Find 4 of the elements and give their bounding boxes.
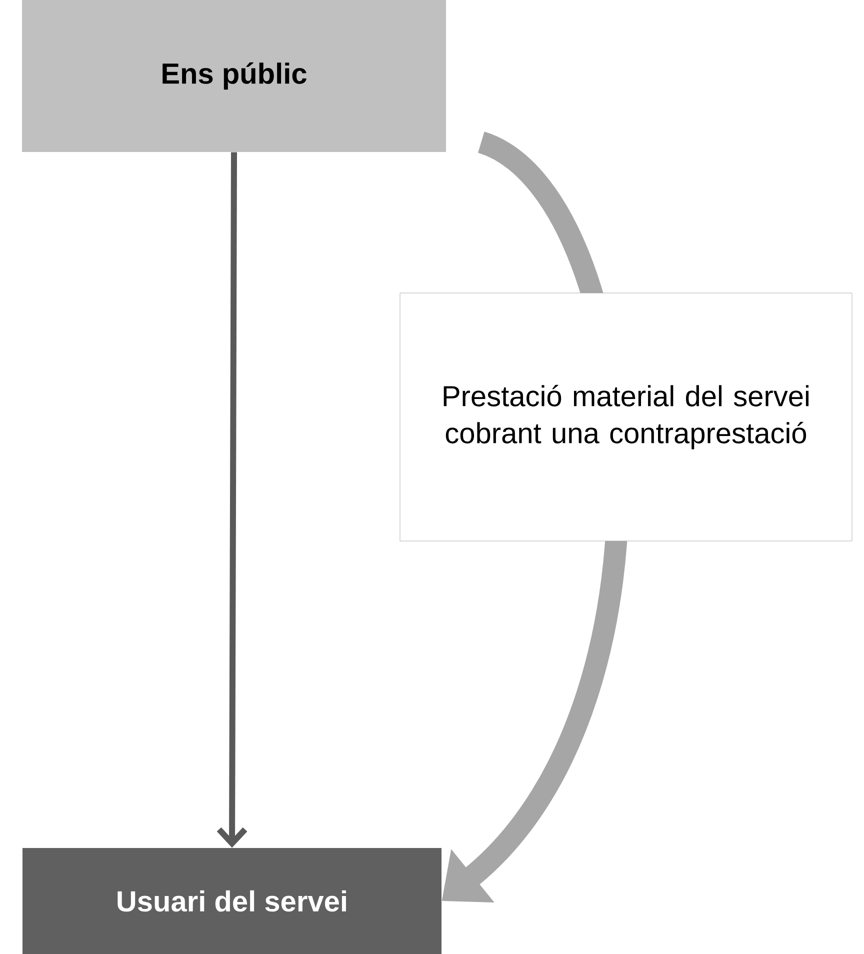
- arrow: [216, 152, 248, 848]
- process-box: Ens públic: [22, 0, 446, 152]
- process-box: Usuari del servei: [22, 848, 442, 954]
- edge-label: Prestació material del servei cobrant una contraprestació: [400, 292, 852, 542]
